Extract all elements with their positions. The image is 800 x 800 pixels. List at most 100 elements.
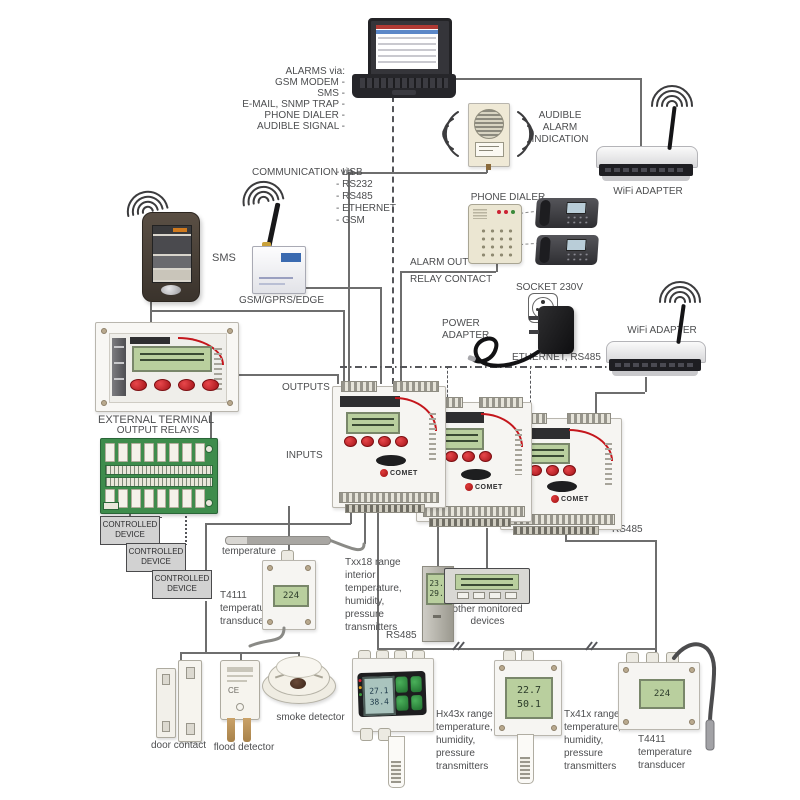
relay	[182, 489, 193, 508]
desk-phone	[525, 194, 600, 230]
lcd-value: 23.3	[429, 579, 449, 588]
controlled-device-text: CONTROLLED DEVICE	[102, 520, 158, 539]
controlled-device-1: CONTROLLED DEVICE	[100, 516, 160, 545]
relay	[130, 489, 141, 508]
connector-line	[298, 652, 300, 658]
terminal-buttons	[130, 376, 220, 394]
relay	[156, 489, 167, 508]
bottom-connectors	[429, 518, 511, 527]
ce-mark: CE	[228, 686, 240, 695]
logger-ticks	[515, 429, 522, 475]
connector-dotted	[185, 512, 187, 570]
red-button	[479, 451, 492, 462]
connector-line	[380, 287, 382, 384]
sms-phone-screen	[152, 225, 192, 283]
connector-line	[447, 366, 448, 402]
txx18-label: Txx18 range interior temperature, humidi…	[345, 557, 402, 633]
connector-line	[640, 78, 642, 148]
button	[457, 592, 469, 599]
plug-prong	[529, 316, 539, 320]
relay	[117, 443, 128, 462]
outputs-label: OUTPUTS	[282, 382, 330, 393]
alarm-nameplate	[475, 142, 504, 157]
wifi-adapter-top-label: WiFi ADAPTER	[613, 186, 683, 197]
controlled-device-3: CONTROLLED DEVICE	[152, 570, 212, 599]
red-button	[361, 436, 374, 447]
connector-rs485-bus	[377, 648, 655, 650]
modem-line	[259, 283, 285, 285]
wifi-adapter-right-label: WiFi ADAPTER	[627, 325, 697, 336]
red-button	[546, 465, 559, 476]
door-contact-label: door contact	[150, 740, 207, 751]
audible-alarm-device	[468, 103, 510, 167]
terminal-lcd	[132, 346, 212, 372]
socket-label: SOCKET 230V	[515, 282, 584, 293]
gsm-signal-waves-icon	[242, 180, 285, 207]
connector-line	[205, 523, 351, 525]
connector-line	[348, 172, 350, 384]
hx43x-lcd: 27.1 38.4	[362, 675, 396, 716]
speaker-grille	[474, 109, 504, 139]
lcd-text-bars	[140, 352, 204, 366]
relay	[182, 443, 193, 462]
door-contact-part	[178, 660, 202, 742]
hx43x-device: 27.1 38.4	[352, 658, 434, 732]
connector-line	[240, 652, 242, 661]
external-terminal-device	[95, 322, 239, 412]
screw	[623, 719, 629, 725]
comet-logo: COMET	[465, 483, 503, 491]
relay-contact-label: RELAY CONTACT	[410, 274, 493, 285]
terminal-faceplate	[109, 333, 227, 403]
connector-line	[350, 506, 352, 524]
laptop-screen-content	[376, 25, 438, 69]
flood-detector-device: CE	[220, 660, 260, 720]
connector-ethernet-bus	[340, 366, 618, 368]
controlled-device-text: CONTROLLED DEVICE	[154, 574, 210, 593]
top-terminals	[567, 413, 611, 424]
screw	[623, 667, 629, 673]
relay	[117, 489, 128, 508]
wifi-waves-icon	[651, 85, 693, 107]
hx43x-display-panel: 27.1 38.4	[357, 670, 427, 718]
connector-line	[129, 512, 131, 518]
router-front-panel	[599, 164, 693, 176]
screw	[267, 619, 273, 625]
phone-screen	[565, 239, 587, 251]
data-logger-1: COMET	[332, 381, 446, 513]
connector-line	[456, 78, 640, 80]
screw	[689, 667, 695, 673]
screen-row	[153, 236, 191, 254]
sms-signal-waves-icon	[126, 190, 169, 217]
dialer-speaker	[473, 209, 487, 219]
logger-ticks	[429, 413, 436, 461]
wifi-adapter-right	[606, 341, 706, 377]
connector-line	[348, 172, 487, 174]
dialer-led	[504, 210, 508, 214]
cable-gland	[378, 728, 391, 741]
connector-rs485-right	[565, 540, 655, 542]
relay	[195, 443, 205, 462]
desk-phone	[525, 231, 600, 267]
panel-line	[114, 378, 124, 380]
smoke-detector-top	[276, 656, 322, 678]
screw	[689, 719, 695, 725]
connector-line	[150, 302, 152, 322]
red-button	[154, 379, 171, 391]
screw	[101, 400, 107, 406]
screw	[227, 400, 233, 406]
screw	[305, 565, 311, 571]
lcd-value: 224	[282, 591, 300, 601]
data-logger-badge	[376, 455, 406, 466]
button	[489, 592, 501, 599]
ethernet-rs485-label: ETHERNET, RS485	[512, 352, 601, 363]
power-adapter-device	[529, 306, 574, 354]
other-device-buttons	[457, 592, 517, 599]
mount-hole	[162, 674, 170, 685]
relay-row-bottom	[105, 489, 205, 508]
comet-logo: COMET	[551, 495, 589, 503]
connector-line	[288, 506, 290, 556]
connector-pc-dashed	[392, 96, 394, 384]
sms-phone	[142, 212, 200, 302]
detector-label-line	[227, 667, 253, 672]
